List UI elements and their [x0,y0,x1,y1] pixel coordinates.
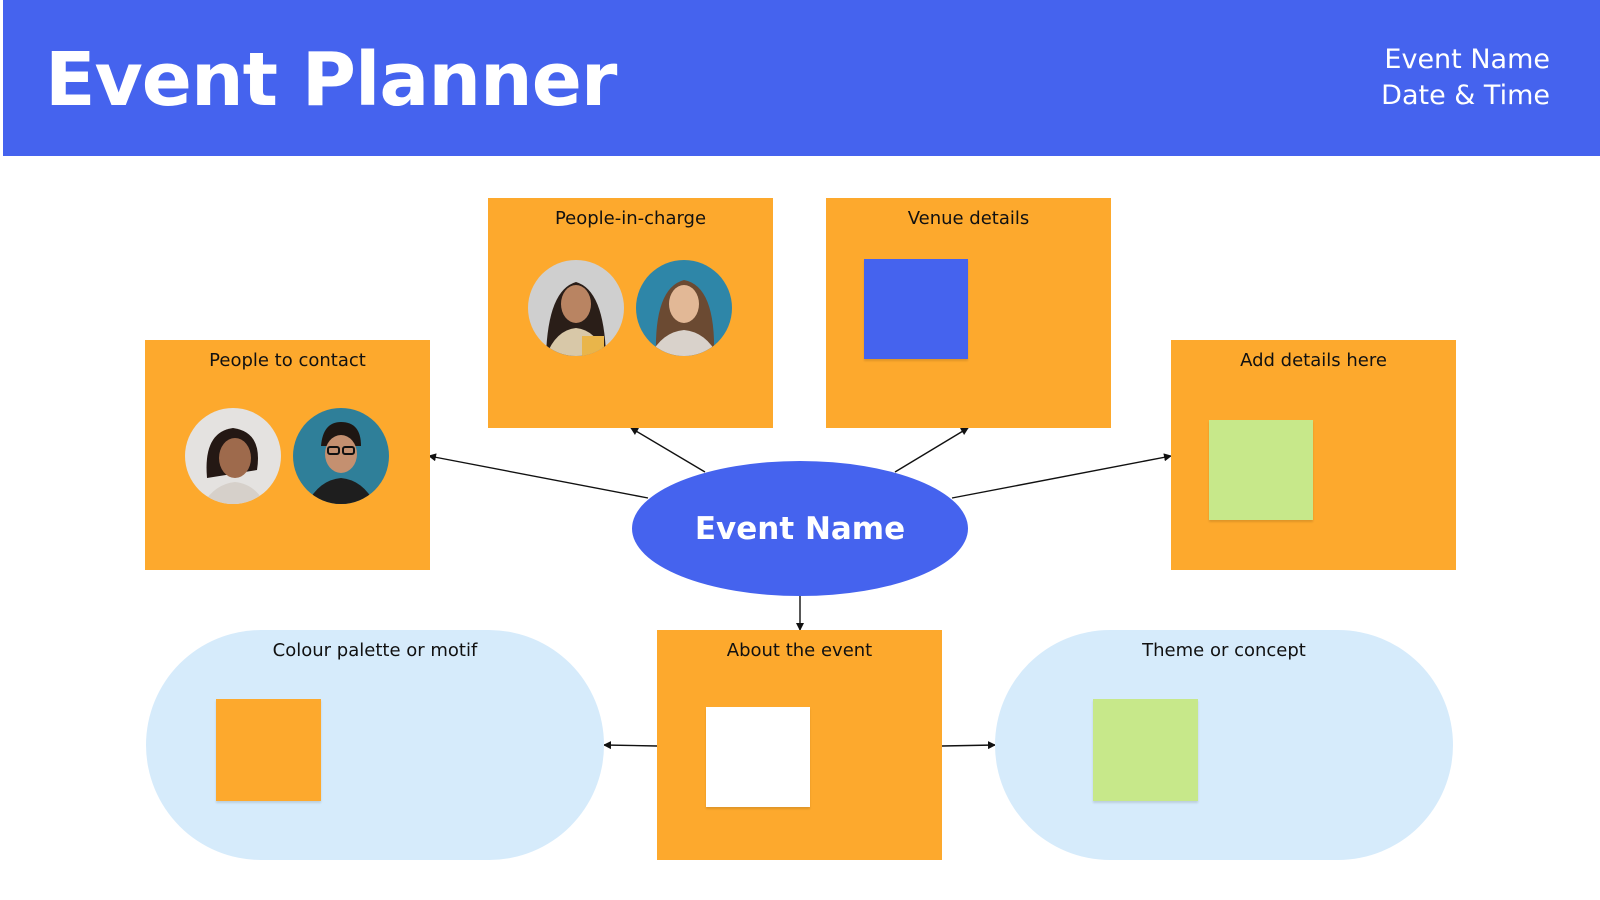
add-details-sticky-note[interactable] [1209,420,1313,520]
venue-details-label: Venue details [907,208,1030,229]
add-details-box[interactable]: Add details here [1171,340,1456,570]
page-title: Event Planner [45,37,617,123]
header-event-name[interactable]: Event Name [1384,44,1550,75]
theme-concept-label: Theme or concept [1142,640,1306,661]
arrow-to-add-details [951,453,1172,499]
theme-concept-sticky-note[interactable] [1093,699,1198,801]
people-to-contact-box[interactable]: People to contact [145,340,430,570]
people-in-charge-label: People-in-charge [554,208,707,229]
about-event-box[interactable]: About the event [657,630,942,860]
avatar-person-2 [636,260,732,356]
header-meta: Event Name Date & Time [1381,42,1550,114]
center-event-label: Event Name [694,510,906,547]
colour-palette-pill[interactable]: Colour palette or motif [146,630,604,860]
arrow-to-people-to-contact [428,453,649,499]
venue-sticky-note[interactable] [864,259,968,359]
arrow-to-venue-details [894,427,969,473]
header-banner: Event Planner Event Name Date & Time [3,0,1600,156]
avatar-person-4 [293,408,389,504]
about-event-sticky-note[interactable] [706,707,810,807]
avatar-person-1 [528,260,624,356]
people-in-charge-box[interactable]: People-in-charge [488,198,773,428]
arrow-to-people-in-charge [630,427,706,473]
arrow-to-theme-concept [941,741,996,750]
arrow-to-colour-palette [603,741,658,750]
header-date-time[interactable]: Date & Time [1381,80,1550,111]
add-details-label: Add details here [1240,350,1387,371]
colour-palette-sticky-note[interactable] [216,699,321,801]
center-event-node[interactable]: Event Name [632,461,968,596]
venue-details-box[interactable]: Venue details [826,198,1111,428]
avatar-person-3 [185,408,281,504]
colour-palette-label: Colour palette or motif [272,640,478,661]
people-to-contact-label: People to contact [209,350,366,371]
about-event-label: About the event [726,640,873,661]
theme-concept-pill[interactable]: Theme or concept [995,630,1453,860]
